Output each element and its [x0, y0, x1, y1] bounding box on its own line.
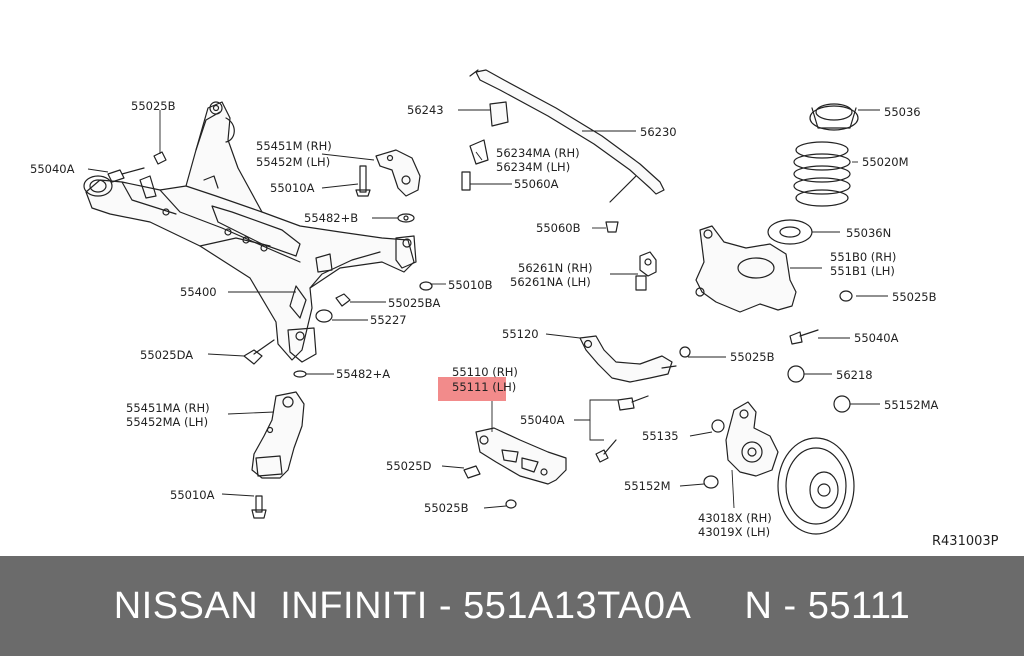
label-55482a: 55482+A	[336, 367, 390, 381]
label-55227: 55227	[370, 313, 407, 327]
label-55452m: 55452M (LH)	[256, 155, 330, 169]
label-55025b: 55025B	[131, 99, 176, 113]
label-56218: 56218	[836, 368, 873, 382]
label-55040a-right: 55040A	[854, 331, 899, 345]
label-56261na: 56261NA (LH)	[510, 275, 591, 289]
label-55036n: 55036N	[846, 226, 891, 240]
label-55010a-lower: 55010A	[170, 488, 215, 502]
stabilizer-link-drawing	[635, 251, 657, 291]
label-55152ma: 55152MA	[884, 398, 939, 412]
label-55040a: 55040A	[30, 162, 75, 176]
label-55135: 55135	[642, 429, 679, 443]
label-551b0: 551B0 (RH)	[830, 250, 896, 264]
bracket-upper-drawing	[375, 149, 421, 197]
label-56234ma: 56234MA (RH)	[496, 146, 580, 160]
stabilizer-bar-drawing	[461, 69, 665, 233]
label-551b1: 551B1 (LH)	[830, 264, 895, 278]
label-55025da: 55025DA	[140, 348, 193, 362]
label-55040a-mid: 55040A	[520, 413, 565, 427]
label-55152m: 55152M	[624, 479, 671, 493]
reference-code: R431003P	[932, 534, 999, 549]
label-55025b-lower: 55025B	[424, 501, 469, 515]
label-55451ma: 55451MA (RH)	[126, 401, 210, 415]
knuckle-disc-drawing	[703, 401, 855, 535]
label-55452ma: 55452MA (LH)	[126, 415, 208, 429]
label-43018x: 43018X (RH)	[698, 511, 772, 525]
label-56234m: 56234M (LH)	[496, 160, 570, 174]
label-56230: 56230	[640, 125, 677, 139]
part-labels: 55025B 55040A 55451M (RH) 55452M (LH) 55…	[30, 99, 999, 549]
label-55120: 55120	[502, 327, 539, 341]
label-55010a: 55010A	[270, 181, 315, 195]
lower-arm-drawing	[463, 427, 567, 509]
label-55482b: 55482+B	[304, 211, 358, 225]
rear-lower-arm-drawing	[695, 225, 853, 413]
label-55060a: 55060A	[514, 177, 559, 191]
label-55010b: 55010B	[448, 278, 493, 292]
part-info-banner: NISSAN INFINITI - 551A13TA0A N - 55111	[0, 556, 1024, 656]
part-highlight	[438, 377, 506, 401]
label-55025d: 55025D	[386, 459, 432, 473]
bracket-lower-drawing	[251, 391, 305, 519]
label-55025ba: 55025BA	[388, 296, 440, 310]
label-55025b-right: 55025B	[892, 290, 937, 304]
subframe-drawing	[83, 101, 417, 363]
label-56243: 56243	[407, 103, 444, 117]
label-55025b-mid: 55025B	[730, 350, 775, 364]
diagram-canvas: 55025B 55040A 55451M (RH) 55452M (LH) 55…	[30, 69, 999, 549]
label-55451m: 55451M (RH)	[256, 139, 332, 153]
upper-arm-drawing	[579, 335, 691, 463]
spring-seat-drawing	[767, 103, 859, 245]
parts-diagram: 55025B 55040A 55451M (RH) 55452M (LH) 55…	[30, 69, 999, 549]
label-56261n: 56261N (RH)	[518, 261, 592, 275]
leader-lines	[87, 109, 888, 509]
label-55020m: 55020M	[862, 155, 909, 169]
label-55060b: 55060B	[536, 221, 581, 235]
part-info-text: NISSAN INFINITI - 551A13TA0A N - 55111	[113, 584, 911, 627]
label-55400: 55400	[180, 285, 217, 299]
label-55110: 55110 (RH)	[452, 365, 518, 379]
label-55111: 55111 (LH)	[452, 380, 516, 394]
label-43019x: 43019X (LH)	[698, 525, 770, 539]
label-55036: 55036	[884, 105, 921, 119]
